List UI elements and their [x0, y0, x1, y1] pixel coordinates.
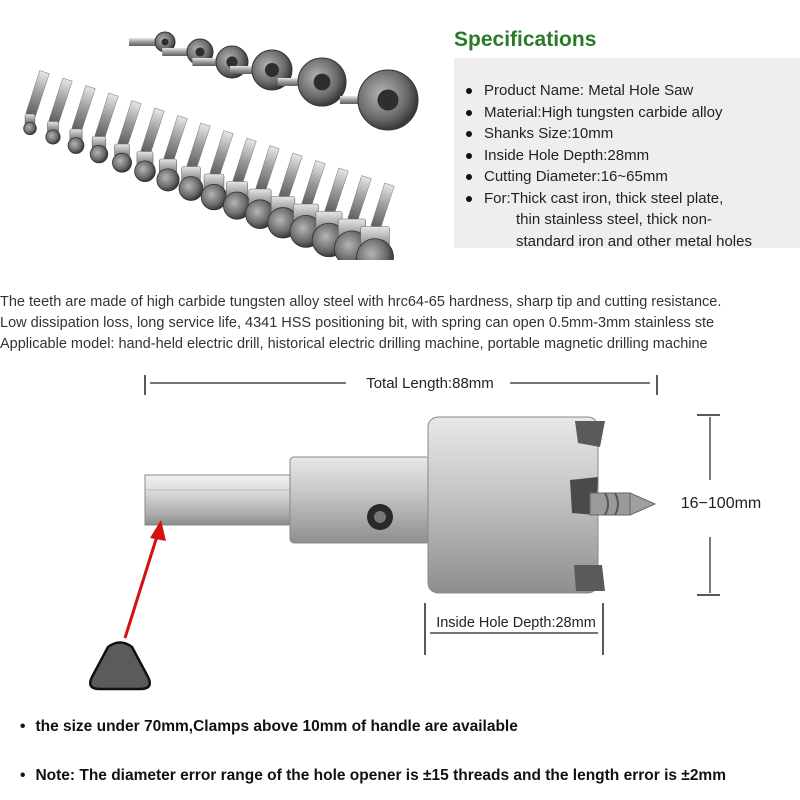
spec-item-material: Material:High tungsten carbide alloy	[464, 102, 800, 124]
specifications-list: Product Name: Metal Hole Saw Material:Hi…	[454, 58, 800, 252]
note-clamp-size: the size under 70mm,Clamps above 10mm of…	[20, 718, 517, 736]
diameter-label: 16−100mm	[681, 495, 762, 512]
total-length-dimension: Total Length:88mm	[144, 375, 658, 395]
inside-depth-label: Inside Hole Depth:28mm	[436, 615, 596, 631]
inside-depth-dimension: Inside Hole Depth:28mm	[424, 603, 604, 655]
product-description: The teeth are made of high carbide tungs…	[0, 292, 800, 355]
hole-saw-set-photo	[23, 31, 419, 260]
pilot-drill-bit	[589, 492, 657, 516]
description-line-3: Applicable model: hand-held electric dri…	[0, 336, 708, 352]
hole-saw-small	[200, 130, 234, 211]
carbide-tooth-bottom	[574, 565, 605, 591]
total-length-label: Total Length:88mm	[366, 375, 494, 392]
shank-collar	[289, 456, 431, 544]
hole-saw-small	[356, 182, 395, 260]
spec-item-for-continued-2: standard iron and other metal holes	[516, 232, 752, 250]
spec-item-hole-depth: Inside Hole Depth:28mm	[464, 145, 800, 167]
hole-saw-small	[134, 107, 165, 183]
spec-item-for: For:Thick cast iron, thick steel plate,	[464, 188, 800, 210]
hole-saw-small	[89, 92, 119, 164]
specifications-title: Specifications	[454, 28, 597, 51]
description-line-1: The teeth are made of high carbide tungs…	[0, 294, 722, 310]
spec-item-shank-size: Shanks Size:10mm	[464, 123, 800, 145]
hole-saw-small	[156, 115, 188, 192]
spec-item-cutting-diameter: Cutting Diameter:16~65mm	[464, 166, 800, 188]
carbide-tooth-top	[575, 421, 605, 447]
specifications-panel: Product Name: Metal Hole Saw Material:Hi…	[454, 58, 800, 250]
hole-saw-small	[67, 85, 96, 154]
hex-shank-cross-section	[89, 641, 151, 691]
hole-saw-large	[277, 57, 347, 107]
note-error-range: Note: The diameter error range of the ho…	[20, 767, 726, 785]
hole-saw-small	[178, 122, 211, 201]
spec-item-for-continued-1: thin stainless steel, thick non-	[516, 211, 712, 228]
hex-shank	[144, 474, 296, 526]
hole-saw-small	[223, 137, 257, 220]
hole-saw-small	[23, 70, 50, 136]
hole-saw-small	[45, 77, 73, 145]
hole-saw-large	[340, 69, 419, 131]
spec-item-product-name: Product Name: Metal Hole Saw	[464, 80, 800, 102]
hole-saw-small	[112, 100, 142, 173]
hole-saw-small	[311, 167, 349, 258]
description-line-2: Low dissipation loss, long service life,…	[0, 315, 715, 331]
diameter-dimension: 16−100mm	[681, 414, 762, 596]
red-arrow	[123, 520, 166, 639]
hole-saw-dimension-diagram: Total Length:88mm 16−100mm Inside Hole D…	[89, 375, 762, 691]
